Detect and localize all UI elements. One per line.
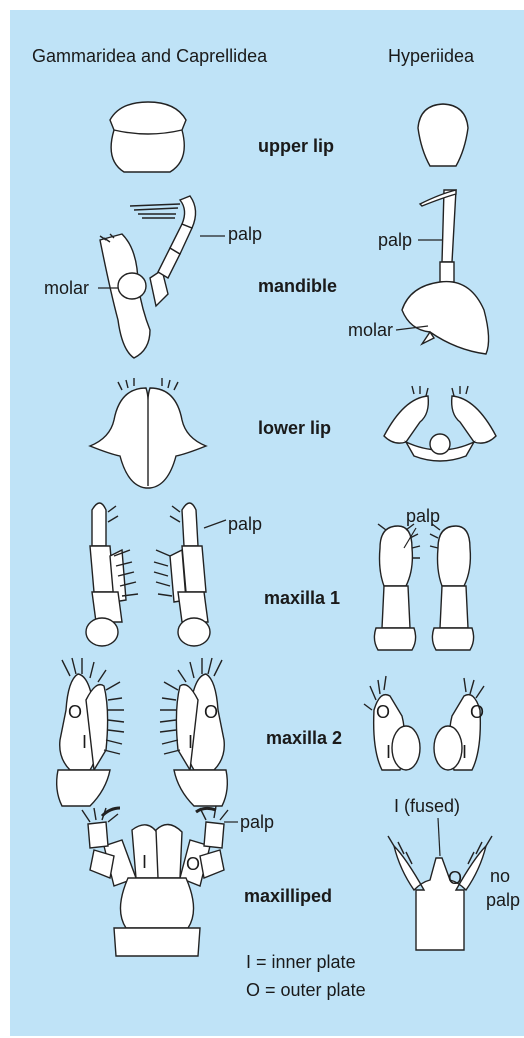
lower-lip-hyperiidea (384, 386, 496, 461)
palp-label-maxilla1-right: palp (406, 506, 440, 526)
inner-label-maxilla2-hb: I (462, 742, 467, 762)
row-label-mandible: mandible (258, 276, 337, 296)
maxilla2-hyperiidea-a (364, 676, 420, 770)
palp-leader-maxilla1-left (204, 520, 226, 528)
outer-label-maxilliped-h: O (448, 868, 462, 888)
maxilla1-gammaridea-a (86, 503, 138, 646)
palp-label-mandible-left: palp (228, 224, 262, 244)
no-palp-label-line1: no (490, 866, 510, 886)
inner-label-maxilla2-gb: I (188, 732, 193, 752)
molar-label-right: molar (348, 320, 393, 340)
inner-fused-label: I (fused) (394, 796, 460, 816)
row-label-maxilla2: maxilla 2 (266, 728, 342, 748)
maxilla1-hyperiidea-b (430, 524, 474, 650)
inner-label-maxilla2-ga: I (82, 732, 87, 752)
upper-lip-gammaridea (110, 102, 186, 172)
palp-label-maxilla1-left: palp (228, 514, 262, 534)
mandible-hyperiidea (402, 190, 489, 354)
mandible-gammaridea (100, 196, 196, 358)
maxilla2-gammaridea-b (160, 658, 227, 806)
palp-label-maxilliped: palp (240, 812, 274, 832)
maxilla1-hyperiidea-a (374, 524, 420, 650)
row-label-upper-lip: upper lip (258, 136, 334, 156)
outer-label-maxilla2-ha: O (376, 702, 390, 722)
row-label-maxilla1: maxilla 1 (264, 588, 340, 608)
maxilla2-gammaridea-a (57, 658, 124, 806)
molar-label-left: molar (44, 278, 89, 298)
figure-panel: Gammaridea and Caprellidea Hyperiidea up… (10, 10, 524, 1036)
maxilla2-hyperiidea-b (434, 678, 484, 770)
row-label-maxilliped: maxilliped (244, 886, 332, 906)
lower-lip-gammaridea (90, 378, 206, 488)
row-label-lower-lip: lower lip (258, 418, 331, 438)
palp-label-mandible-right: palp (378, 230, 412, 250)
header-hyperiidea: Hyperiidea (388, 46, 475, 66)
upper-lip-hyperiidea (418, 104, 468, 166)
outer-label-maxilla2-ga: O (68, 702, 82, 722)
outer-label-maxilla2-gb: O (204, 702, 218, 722)
maxilliped-gammaridea (82, 806, 228, 956)
outer-label-maxilliped-g: O (186, 854, 200, 874)
outer-label-maxilla2-hb: O (470, 702, 484, 722)
legend-outer-plate: O = outer plate (246, 980, 366, 1000)
header-gammaridea: Gammaridea and Caprellidea (32, 46, 268, 66)
maxilla1-gammaridea-b (154, 503, 210, 646)
legend-inner-plate: I = inner plate (246, 952, 356, 972)
no-palp-label-line2: palp (486, 890, 520, 910)
inner-label-maxilla2-ha: I (386, 742, 391, 762)
inner-fused-leader (438, 818, 440, 856)
mouthparts-diagram: Gammaridea and Caprellidea Hyperiidea up… (10, 10, 524, 1036)
inner-label-maxilliped-g: I (142, 852, 147, 872)
